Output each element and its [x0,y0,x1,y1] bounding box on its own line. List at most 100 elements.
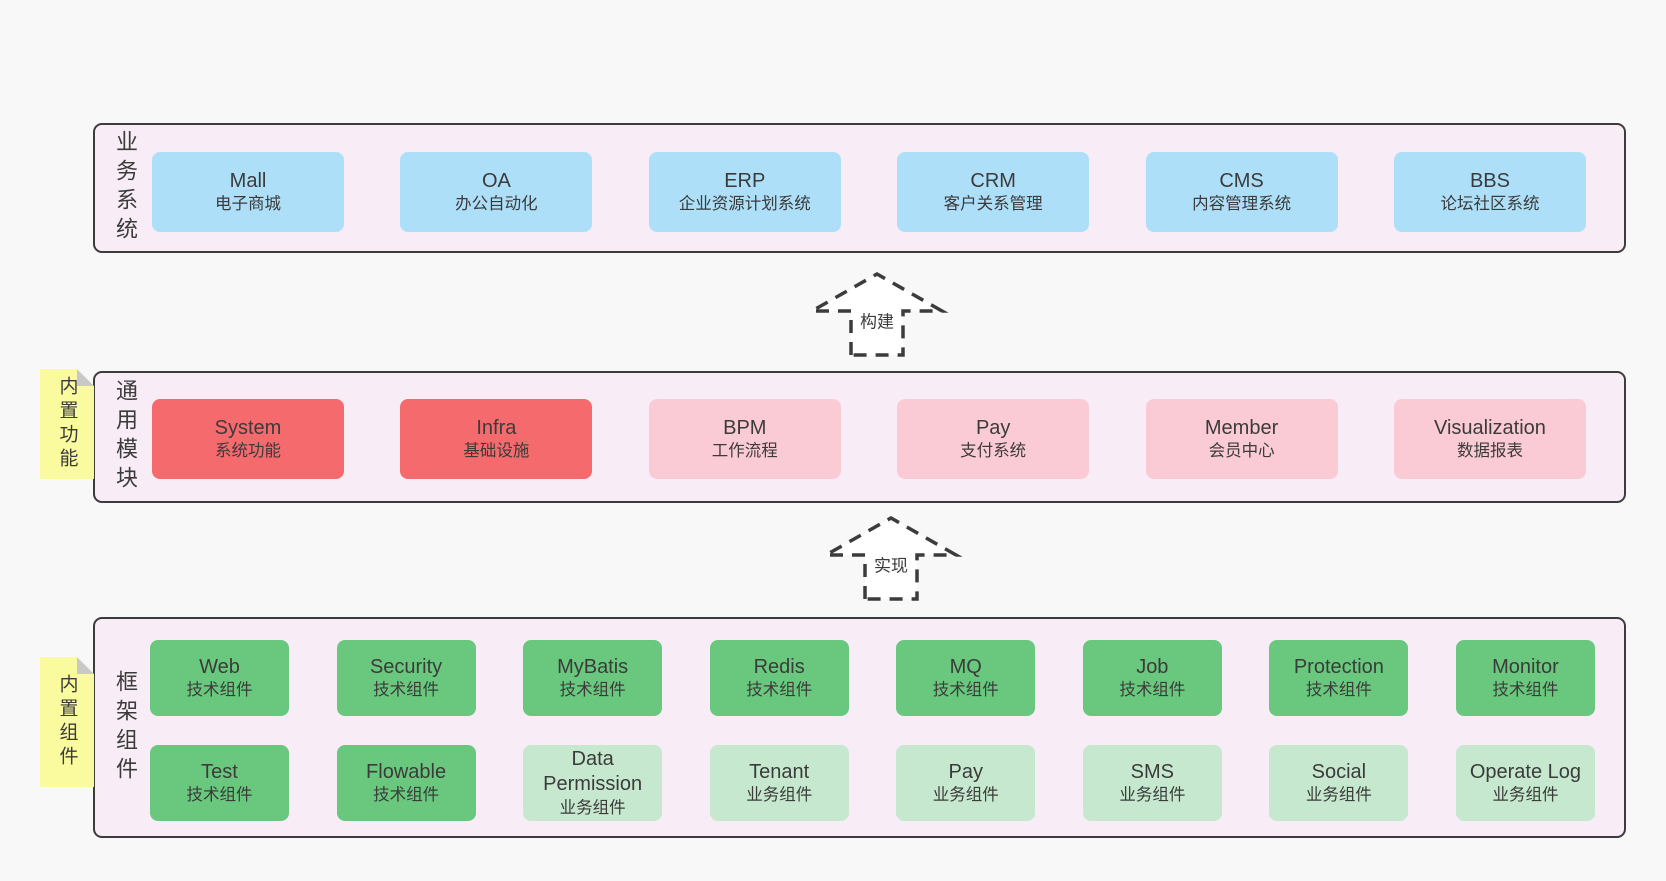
component-name: SMS [1130,760,1174,783]
business-systems-label: 业务系统 [113,130,138,246]
component-name: Security [369,655,443,678]
component-box-redis: Redis 技术组件 [709,640,849,716]
component-desc: 技术组件 [1119,681,1186,700]
component-desc: 论坛社区系统 [1440,195,1540,214]
component-box-erp: ERP 企业资源计划系统 [648,152,841,232]
component-name: Protection [1293,655,1384,678]
component-name: Visualization [1433,416,1546,439]
component-desc: 企业资源计划系统 [678,195,811,214]
component-name: Job [1136,655,1169,678]
component-name: Redis [753,655,805,678]
component-desc: 技术组件 [559,681,626,700]
component-name: CRM [970,169,1016,192]
component-desc: 业务组件 [932,786,999,805]
component-box-cms: CMS 内容管理系统 [1145,152,1338,232]
component-box-bbs: BBS 论坛社区系统 [1393,152,1586,232]
component-desc: 技术组件 [373,786,440,805]
sticky-builtin-features-label: 内置功能 [56,376,78,472]
component-box-social: Social 业务组件 [1269,745,1409,821]
component-name: Tenant [749,760,810,783]
component-desc: 工作流程 [711,442,778,461]
component-desc: 支付系统 [960,442,1027,461]
component-box-tenant: Tenant 业务组件 [709,745,849,821]
component-desc: 办公自动化 [455,195,538,214]
component-desc: 业务组件 [1492,786,1559,805]
component-box-pay: Pay 支付系统 [897,399,1090,479]
build-arrow: 构建 [802,271,952,357]
component-box-protection: Protection 技术组件 [1269,640,1409,716]
component-name: BBS [1469,169,1510,192]
component-box-infra: Infra 基础设施 [400,399,593,479]
component-desc: 基础设施 [463,442,530,461]
component-box-system: System 系统功能 [152,399,344,479]
sticky-builtin-features: 内置功能 [40,369,94,479]
component-name: CMS [1219,169,1264,192]
component-desc: 业务组件 [559,799,626,818]
component-desc: 系统功能 [215,442,281,461]
framework-components-label: 框架组件 [113,669,138,786]
component-desc: 电子商城 [215,195,281,214]
component-desc: 内容管理系统 [1192,195,1292,214]
component-desc: 客户关系管理 [943,195,1043,214]
component-name: MQ [949,655,982,678]
component-name: Monitor [1492,655,1559,678]
component-box-flowable: Flowable 技术组件 [336,745,476,821]
component-box-monitor: Monitor 技术组件 [1455,640,1595,716]
component-box-job: Job 技术组件 [1082,640,1222,716]
component-desc: 业务组件 [1119,786,1186,805]
component-box-crm: CRM 客户关系管理 [897,152,1090,232]
component-desc: 技术组件 [186,681,253,700]
component-name: Member [1204,416,1279,439]
implement-arrow: 实现 [816,515,966,601]
component-desc: 业务组件 [746,786,813,805]
component-box-member: Member 会员中心 [1145,399,1338,479]
component-name: System [214,416,282,439]
component-box-test: Test 技术组件 [150,745,289,821]
component-box-bpm: BPM 工作流程 [648,399,841,479]
component-name: Flowable [366,760,447,783]
component-desc: 会员中心 [1208,442,1275,461]
component-name: Pay [948,760,983,783]
component-desc: 业务组件 [1305,786,1372,805]
component-desc: 技术组件 [1492,681,1559,700]
component-name: Operate Log [1469,760,1582,783]
component-name: Social [1311,760,1367,783]
component-name: Test [201,760,238,783]
component-box-pay: Pay 业务组件 [896,745,1036,821]
component-box-sms: SMS 业务组件 [1082,745,1222,821]
component-name: Mall [229,169,267,192]
component-box-oa: OA 办公自动化 [400,152,593,232]
component-desc: 技术组件 [1305,681,1372,700]
business-systems-row: Mall 电子商城 OA 办公自动化 ERP 企业资源计划系统 CRM 客户关系管理 CMS 内容… [95,152,1624,232]
component-desc: 技术组件 [373,681,440,700]
component-name: ERP [724,169,766,192]
component-name: Pay [975,416,1011,439]
component-box-operate-log: Operate Log 业务组件 [1455,745,1595,821]
component-desc: 技术组件 [186,786,253,805]
component-box-mybatis: MyBatis 技术组件 [523,640,663,716]
component-name: Infra [476,416,517,439]
panel-business-systems: 业务系统 Mall 电子商城 OA 办公自动化 ERP 企业资源计划系统 CRM 客户关系管理… [93,123,1626,253]
component-name: BPM [723,416,767,439]
sticky-builtin-components: 内置组件 [40,657,94,787]
component-name: MyBatis [557,655,629,678]
component-box-web: Web 技术组件 [150,640,289,716]
component-box-visualization: Visualization 数据报表 [1393,399,1586,479]
implement-arrow-label: 实现 [873,551,909,577]
sticky-builtin-components-label: 内置组件 [56,674,78,770]
common-modules-row: System 系统功能 Infra 基础设施 BPM 工作流程 Pay 支付系统 Member 会… [95,399,1624,479]
build-arrow-label: 构建 [859,307,895,333]
common-modules-label: 通用模块 [113,379,138,495]
component-name: Web [199,655,240,678]
component-desc: 数据报表 [1456,442,1523,461]
component-desc: 技术组件 [746,681,813,700]
component-box-mall: Mall 电子商城 [152,152,344,232]
component-name: OA [481,169,511,192]
